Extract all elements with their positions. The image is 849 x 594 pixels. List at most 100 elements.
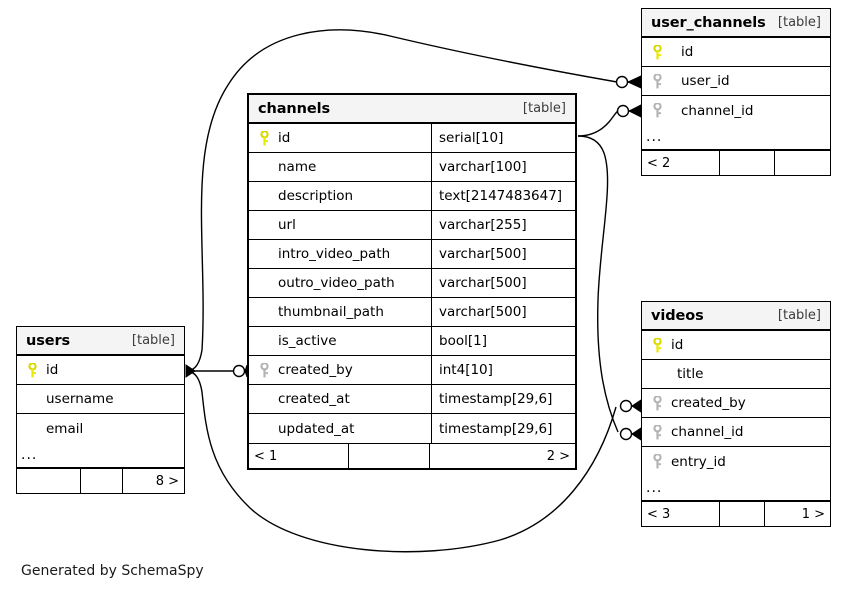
- footer-right: [775, 151, 830, 175]
- column-name: created_by: [278, 362, 353, 378]
- column-name: id: [46, 362, 59, 378]
- more-columns-ellipsis: ...: [642, 125, 830, 150]
- column-type: text[2147483647]: [431, 182, 575, 210]
- cardinality-zero-marker: [616, 104, 630, 118]
- column-name: is_active: [278, 333, 337, 349]
- table-row[interactable]: id serial[10]: [249, 124, 575, 153]
- footer-right[interactable]: 1 >: [801, 506, 825, 522]
- foreign-key-icon: [648, 454, 667, 469]
- cardinality-zero-marker: [232, 364, 246, 378]
- cardinality-many-marker: [185, 364, 196, 378]
- table-row[interactable]: updated_at timestamp[29,6]: [249, 414, 575, 443]
- table-row[interactable]: email: [17, 414, 184, 443]
- table-videos[interactable]: videos [table] id title created_by: [641, 301, 831, 527]
- column-type: int4[10]: [431, 356, 575, 384]
- primary-key-icon: [255, 130, 274, 146]
- foreign-key-icon: [255, 362, 274, 378]
- table-row[interactable]: id: [17, 356, 184, 385]
- table-row[interactable]: intro_video_path varchar[500]: [249, 240, 575, 269]
- table-channels-title: channels: [258, 100, 330, 117]
- footer-right[interactable]: 2 >: [546, 448, 570, 464]
- column-name: created_by: [671, 395, 746, 411]
- cardinality-many-marker: [631, 399, 642, 413]
- primary-key-icon: [648, 44, 667, 60]
- cardinality-zero-marker: [615, 75, 629, 89]
- footer-left[interactable]: < 2: [642, 151, 720, 175]
- table-channels-header: channels [table]: [249, 95, 575, 124]
- footer-middle: [349, 444, 430, 468]
- column-name: entry_id: [671, 453, 726, 470]
- table-row[interactable]: id: [642, 38, 830, 67]
- foreign-key-icon: [648, 73, 667, 89]
- footer-middle: [720, 151, 775, 175]
- table-row[interactable]: id: [642, 331, 830, 360]
- column-type: serial[10]: [431, 124, 575, 152]
- table-row[interactable]: entry_id: [642, 447, 830, 476]
- column-name: username: [46, 391, 114, 407]
- table-user_channels-footer: < 2: [642, 150, 830, 175]
- table-row[interactable]: created_by int4[10]: [249, 356, 575, 385]
- table-users[interactable]: users [table] id username email ...: [16, 326, 185, 494]
- column-type: varchar[500]: [431, 240, 575, 268]
- footer-left[interactable]: < 1: [249, 444, 349, 468]
- table-channels-footer: < 1 2 >: [249, 443, 575, 468]
- table-user_channels-tag: [table]: [777, 15, 821, 30]
- cardinality-zero-marker: [619, 399, 633, 413]
- column-name: title: [677, 366, 704, 382]
- foreign-key-icon: [648, 424, 667, 440]
- footer-left[interactable]: [17, 469, 81, 493]
- table-row[interactable]: created_by: [642, 389, 830, 418]
- more-columns-ellipsis: ...: [642, 476, 830, 501]
- table-row[interactable]: is_active bool[1]: [249, 327, 575, 356]
- table-row[interactable]: username: [17, 385, 184, 414]
- column-type: varchar[100]: [431, 153, 575, 181]
- table-row[interactable]: description text[2147483647]: [249, 182, 575, 211]
- table-user_channels-title: user_channels: [651, 14, 766, 31]
- table-row[interactable]: channel_id: [642, 418, 830, 447]
- column-name: email: [46, 420, 84, 437]
- column-name: user_id: [681, 73, 730, 89]
- column-name: url: [278, 217, 296, 233]
- more-columns-ellipsis: ...: [17, 443, 184, 468]
- cardinality-many-marker: [626, 75, 642, 89]
- column-name: channel_id: [681, 102, 754, 119]
- table-videos-header: videos [table]: [642, 302, 830, 331]
- column-name: outro_video_path: [278, 275, 395, 291]
- column-name: intro_video_path: [278, 246, 391, 262]
- column-name: id: [681, 44, 694, 60]
- table-users-header: users [table]: [17, 327, 184, 356]
- table-user_channels-header: user_channels [table]: [642, 9, 830, 38]
- table-row[interactable]: name varchar[100]: [249, 153, 575, 182]
- footer-middle: [81, 469, 123, 493]
- edge-channels-to-videos: [577, 135, 619, 433]
- table-row[interactable]: url varchar[255]: [249, 211, 575, 240]
- foreign-key-icon: [648, 395, 667, 411]
- cardinality-many-marker: [627, 104, 642, 118]
- footer-right[interactable]: 8 >: [155, 473, 179, 489]
- generator-caption: Generated by SchemaSpy: [21, 563, 204, 579]
- table-row[interactable]: channel_id: [642, 96, 830, 125]
- table-row[interactable]: outro_video_path varchar[500]: [249, 269, 575, 298]
- table-row[interactable]: title: [642, 360, 830, 389]
- table-users-footer: 8 >: [17, 468, 184, 493]
- table-channels[interactable]: channels [table] id serial[10] name varc…: [247, 93, 577, 470]
- table-videos-footer: < 3 1 >: [642, 501, 830, 526]
- table-videos-tag: [table]: [777, 308, 821, 323]
- column-name: updated_at: [278, 420, 355, 437]
- footer-left[interactable]: < 3: [642, 502, 720, 526]
- table-row[interactable]: thumbnail_path varchar[500]: [249, 298, 575, 327]
- column-type: bool[1]: [431, 327, 575, 355]
- table-channels-tag: [table]: [522, 101, 566, 116]
- table-videos-title: videos: [651, 307, 704, 324]
- table-user_channels[interactable]: user_channels [table] id user_id: [641, 8, 831, 176]
- table-users-tag: [table]: [131, 333, 175, 348]
- foreign-key-icon: [648, 103, 667, 118]
- primary-key-icon: [648, 337, 667, 353]
- cardinality-zero-marker: [619, 427, 633, 441]
- table-users-title: users: [26, 332, 71, 349]
- table-row[interactable]: created_at timestamp[29,6]: [249, 385, 575, 414]
- column-name: thumbnail_path: [278, 304, 384, 320]
- table-row[interactable]: user_id: [642, 67, 830, 96]
- column-type: varchar[500]: [431, 298, 575, 326]
